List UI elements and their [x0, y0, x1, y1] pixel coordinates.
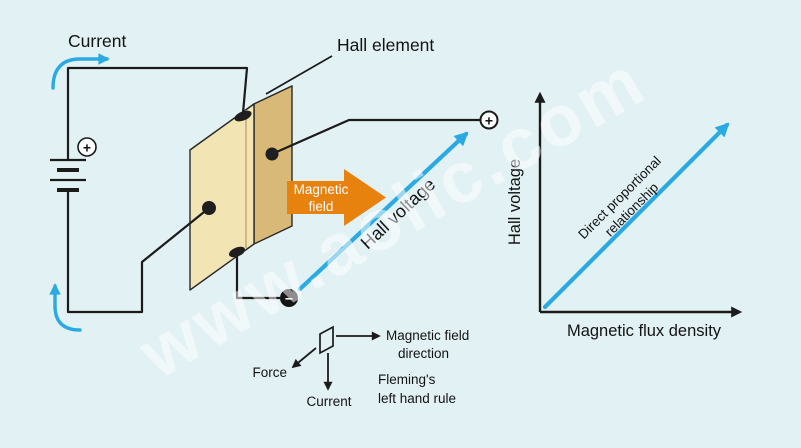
- force-arrow: [291, 347, 317, 369]
- output-wires: [235, 118, 480, 300]
- hall-element-pointer-line: [265, 55, 333, 95]
- hall-element-front-face: [189, 103, 255, 291]
- wire-minus-terminal: [235, 252, 280, 300]
- graph-y-axis-label: Hall voltage: [506, 159, 524, 245]
- magnetic-field-label-line2: field: [309, 199, 334, 214]
- hall-element-callout: Hall element: [265, 35, 434, 95]
- electrodes: [202, 110, 279, 258]
- magnetic-field-arrow-group: Magnetic field: [287, 169, 386, 226]
- current-direction-arrow-top: [51, 53, 110, 90]
- force-label: Force: [252, 365, 287, 380]
- electrode-top: [234, 110, 252, 122]
- battery-plus-node: [77, 137, 97, 157]
- wire-plus-terminal: [271, 118, 480, 156]
- magnetic-field-label-line1: Magnetic: [294, 182, 349, 197]
- minus-terminal-node: [280, 289, 298, 307]
- wire-battery-top: [66, 66, 249, 160]
- hall-element-label: Hall element: [337, 35, 434, 55]
- field-direction-label-line2: direction: [398, 346, 449, 361]
- graph-x-axis-label: Magnetic flux density: [567, 322, 722, 340]
- fleming-rule-diagram: Magnetic field direction Force Current F…: [252, 325, 469, 409]
- electrode-bottom: [228, 246, 246, 258]
- rule-label-line1: Fleming's: [378, 372, 436, 387]
- plus-terminal-symbol: +: [485, 113, 493, 129]
- drive-circuit: + Current: [49, 31, 249, 332]
- current-direction-arrow-bottom: [49, 283, 82, 332]
- wire-battery-bottom: [66, 190, 210, 314]
- battery-plus-symbol: +: [83, 140, 91, 156]
- graph-trend-arrow: [542, 122, 730, 310]
- hall-element-side-face: [253, 85, 293, 245]
- magnetic-field-arrow: [287, 169, 386, 226]
- minus-terminal-symbol: −: [285, 291, 293, 307]
- current-label: Current: [68, 31, 126, 51]
- fleming-current-label: Current: [306, 394, 351, 409]
- field-direction-label-line1: Magnetic field: [386, 328, 469, 343]
- rule-label-line2: left hand rule: [378, 391, 456, 406]
- plus-terminal-node: [479, 110, 499, 130]
- axes-corner-glyph: [319, 325, 334, 355]
- electrode-side: [265, 147, 279, 161]
- hall-voltage-arrow: [297, 131, 469, 292]
- electrode-front: [202, 201, 216, 215]
